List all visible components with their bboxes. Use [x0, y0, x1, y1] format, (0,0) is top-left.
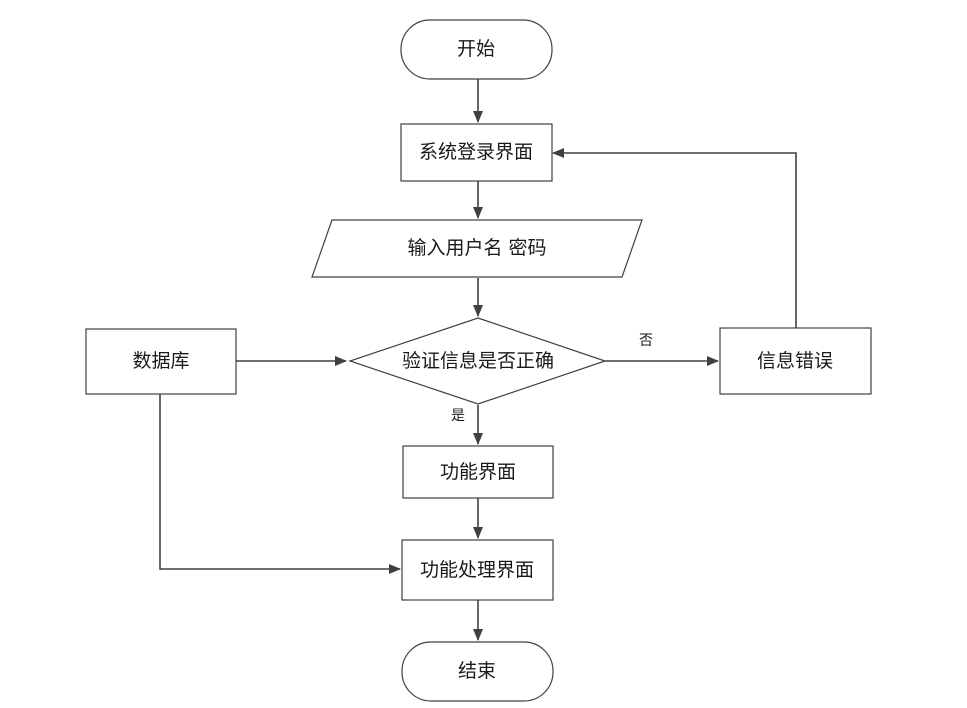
- process-shape: [719, 327, 872, 395]
- process-shape: [85, 328, 237, 395]
- node-login: 系统登录界面: [400, 123, 553, 182]
- node-function-ui-label: 功能界面: [440, 461, 516, 483]
- process-shape: [402, 445, 554, 499]
- node-login-label: 系统登录界面: [419, 141, 533, 163]
- node-database: 数据库: [85, 328, 237, 395]
- node-function-ui: 功能界面: [402, 445, 554, 499]
- edge-error-to-login: [552, 148, 797, 328]
- node-input-label: 输入用户名 密码: [407, 237, 546, 259]
- node-input: 输入用户名 密码: [311, 219, 643, 278]
- node-database-label: 数据库: [132, 350, 189, 372]
- edges: [159, 79, 797, 641]
- node-processing-ui-label: 功能处理界面: [420, 559, 534, 581]
- node-decision-label: 验证信息是否正确: [402, 350, 554, 372]
- edge-label-yes: 是: [451, 408, 465, 424]
- node-end: 结束: [401, 641, 554, 702]
- edge-database-to-processing-ui: [159, 394, 401, 574]
- decision-shape: [348, 317, 607, 405]
- terminal-shape: [401, 641, 554, 702]
- node-decision: 验证信息是否正确: [348, 317, 607, 405]
- node-start: 开始: [400, 19, 553, 80]
- node-processing-ui: 功能处理界面: [401, 539, 554, 601]
- process-shape: [400, 123, 553, 182]
- terminal-shape: [400, 19, 553, 80]
- node-error-label: 信息错误: [757, 350, 833, 372]
- node-end-label: 结束: [458, 660, 496, 682]
- node-start-label: 开始: [457, 38, 495, 60]
- data-io-shape: [311, 219, 643, 278]
- edge-label-no: 否: [639, 333, 653, 349]
- node-error: 信息错误: [719, 327, 872, 395]
- process-shape: [401, 539, 554, 601]
